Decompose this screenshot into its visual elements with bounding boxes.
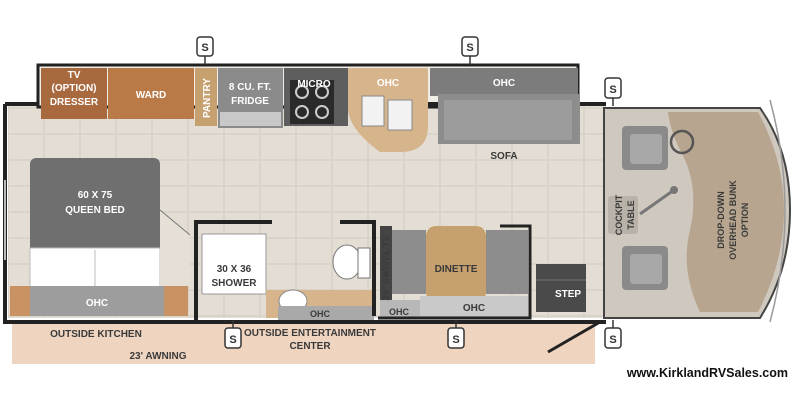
svg-text:S: S — [466, 42, 473, 54]
website-url[interactable]: www.KirklandRVSales.com — [626, 366, 788, 380]
bath-wall — [194, 220, 272, 224]
label-awning: 23' AWNING — [129, 351, 186, 362]
nightstand-line — [159, 209, 191, 236]
label-cockpit-2: TABLE — [626, 200, 636, 229]
dinette-table — [426, 226, 486, 302]
label-tv-option: TV — [68, 70, 81, 81]
slide-wall — [378, 224, 532, 320]
dresser — [41, 68, 107, 119]
bath-ohc — [278, 306, 374, 320]
bunk-area — [668, 112, 784, 312]
label-ohc-dinette-2: OHC — [463, 303, 485, 314]
label-ohc-kitchen: OHC — [377, 78, 399, 89]
label-dinette: DINETTE — [435, 264, 478, 275]
sink-icon — [361, 95, 385, 127]
cockpit-table-arm — [639, 188, 675, 216]
label-ward: WARD — [136, 90, 167, 101]
driver-seat-inner — [630, 134, 662, 164]
slide-marker: S — [461, 36, 479, 65]
dinette-seat — [486, 230, 528, 294]
label-micro: MICRO — [297, 79, 331, 90]
label-shower-1: 30 X 36 — [217, 264, 252, 275]
swivel-tv — [380, 226, 392, 316]
svg-text:S: S — [609, 84, 616, 96]
burner-icon — [295, 85, 309, 99]
dinette-seat — [392, 230, 426, 294]
steering-wheel-icon — [669, 129, 695, 155]
sofa-ohc — [430, 68, 578, 96]
label-bunk-2: OVERHEAD BUNK — [728, 180, 738, 260]
label-bunk-1: DROP-DOWN — [716, 191, 726, 249]
label-pantry: PANTRY — [202, 78, 213, 118]
slide-marker: S — [196, 36, 214, 65]
label-ohc-dinette-1: OHC — [389, 307, 410, 317]
sink-icon — [387, 99, 413, 131]
label-fridge-1: 8 CU. FT. — [229, 82, 271, 93]
burner-icon — [295, 105, 309, 119]
slide-marker: S — [447, 320, 465, 349]
toilet-icon — [332, 244, 362, 280]
awning — [12, 320, 595, 364]
toilet-tank — [357, 247, 371, 279]
label-bed-2: QUEEN BED — [65, 205, 124, 216]
label-outside-ent-2: CENTER — [289, 341, 331, 352]
bath-wall — [372, 220, 376, 316]
svg-text:S: S — [201, 42, 208, 54]
label-ohc-bath: OHC — [310, 309, 331, 319]
pantry — [195, 68, 217, 126]
slide-marker: S — [224, 320, 242, 349]
sofa-seat — [444, 100, 572, 140]
bed-ohc-front — [30, 286, 164, 316]
label-tv-option-2: (OPTION) — [52, 83, 97, 94]
slide-marker: S — [604, 77, 622, 106]
label-ohc-bed: OHC — [86, 298, 108, 309]
fridge-front — [220, 112, 281, 126]
label-dresser: DRESSER — [50, 97, 99, 108]
slide-marker: S — [604, 320, 622, 349]
label-bunk-3: OPTION — [740, 203, 750, 238]
burner-icon — [315, 105, 329, 119]
svg-text:S: S — [452, 334, 459, 346]
label-shower-2: SHOWER — [212, 278, 258, 289]
svg-text:S: S — [609, 334, 616, 346]
wardrobe — [108, 68, 194, 119]
label-fridge-2: FRIDGE — [231, 96, 269, 107]
bath-wall — [194, 220, 198, 320]
dinette-ohc-front — [420, 296, 528, 316]
label-sofa: SOFA — [490, 151, 517, 162]
label-cockpit-1: COCKPIT — [614, 194, 624, 235]
label-outside-ent-1: OUTSIDE ENTERTAINMENT — [244, 328, 376, 339]
bath-wall — [340, 220, 376, 224]
svg-text:S: S — [229, 334, 236, 346]
label-swivel-tv: 39" SWIVEL TV — [381, 235, 391, 300]
label-ohc-sofa: OHC — [493, 78, 515, 89]
label-bed-1: 60 X 75 — [78, 190, 113, 201]
entry-door — [547, 320, 601, 354]
windshield-line — [769, 99, 786, 323]
shower — [201, 233, 267, 295]
passenger-seat-inner — [630, 254, 662, 284]
label-outside-kitchen: OUTSIDE KITCHEN — [50, 329, 142, 340]
burner-icon — [315, 85, 329, 99]
cockpit-table — [608, 196, 638, 234]
step — [536, 264, 586, 312]
label-step: STEP — [555, 289, 581, 300]
